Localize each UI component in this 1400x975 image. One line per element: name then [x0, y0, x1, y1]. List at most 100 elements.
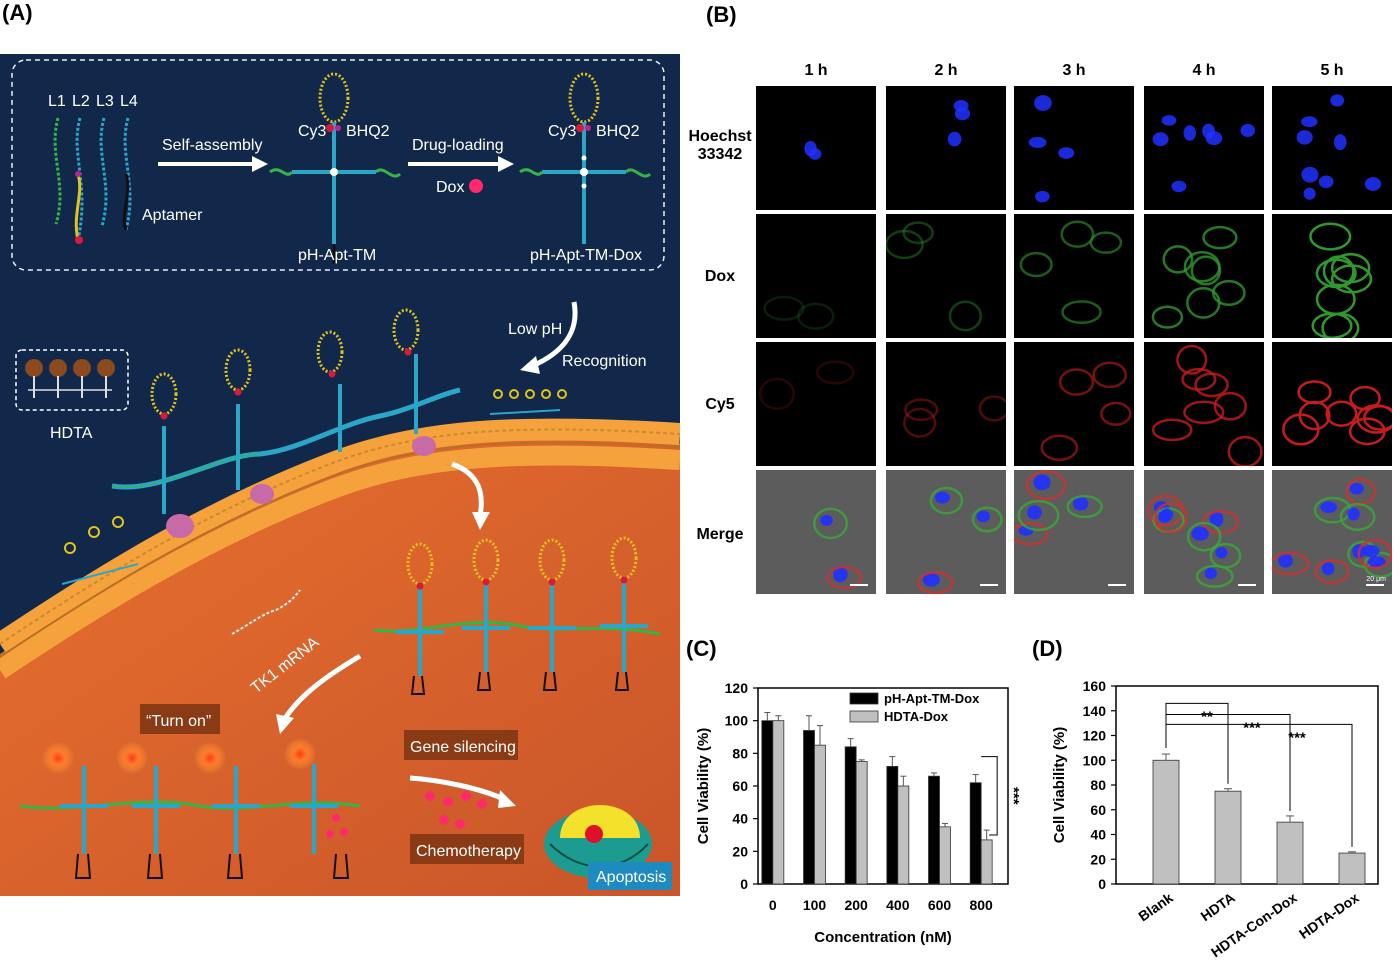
mrna-icon	[231, 589, 301, 635]
bar	[980, 839, 993, 885]
scale-bar	[1238, 584, 1256, 586]
bar	[969, 782, 982, 885]
column-header: 3 h	[1062, 62, 1086, 79]
significance-marker: ***	[1005, 787, 1020, 805]
bar	[844, 746, 857, 885]
panel-b-label: (B)	[706, 2, 737, 27]
microscopy-image	[1014, 470, 1134, 594]
bar	[939, 826, 951, 885]
bhq2-label: BHQ2	[346, 123, 390, 140]
bar	[1338, 852, 1366, 885]
bar	[803, 730, 815, 885]
bar	[1276, 821, 1304, 885]
microscopy-image	[1272, 214, 1392, 338]
dox-molecules	[425, 791, 487, 829]
turn-on-label: “Turn on”	[146, 713, 211, 730]
microscopy-image	[756, 214, 876, 338]
y-tick-label: 100	[725, 713, 749, 729]
arrow-icon	[409, 775, 508, 803]
cy3-label: Cy3	[548, 123, 577, 140]
y-axis-label: Cell Viability (%)	[1051, 727, 1068, 843]
row-header: Merge	[696, 526, 744, 543]
apoptosis-label: Apoptosis	[596, 869, 666, 886]
chemotherapy-label: Chemotherapy	[416, 843, 521, 860]
x-tick-label: 800	[969, 897, 993, 913]
y-tick-label: 160	[1083, 678, 1107, 694]
curved-arrow-icon	[531, 301, 578, 369]
row-header: Cy5	[705, 396, 735, 413]
bar	[814, 744, 826, 885]
microscopy-image: 20 μm	[1272, 470, 1392, 594]
bar	[928, 775, 940, 885]
strand-label: L2	[72, 93, 90, 110]
microscopy-image	[756, 470, 876, 594]
y-tick-label: 40	[1090, 827, 1106, 843]
y-tick-label: 20	[1090, 851, 1106, 867]
column-header: 4 h	[1192, 62, 1216, 79]
legend-swatch	[849, 710, 879, 723]
x-tick-label: HDTA-Dox	[1296, 889, 1362, 942]
legend-swatch	[849, 692, 879, 705]
fluorescence-glow-icon	[42, 742, 74, 774]
microscopy-image	[1272, 342, 1392, 466]
row-header: Dox	[704, 268, 736, 285]
y-tick-label: 100	[1083, 752, 1107, 768]
tm-label: pH-Apt-TM	[298, 247, 376, 264]
hdta-label: HDTA	[50, 425, 93, 442]
scale-bar	[850, 584, 868, 586]
schematic-panel: L1 L2 L3 L4 Aptamer Self-assembly Cy3 BH…	[0, 54, 680, 896]
assembly-box	[11, 59, 665, 271]
microscopy-image	[1014, 342, 1134, 466]
x-tick-label: 400	[886, 897, 910, 913]
microscopy-image	[756, 342, 876, 466]
self-assembly-label: Self-assembly	[162, 137, 262, 154]
fluorescence-glow-icon	[284, 738, 316, 770]
column-header: 5 h	[1320, 62, 1344, 79]
y-tick-label: 120	[1083, 728, 1107, 744]
microscopy-image	[1272, 86, 1392, 210]
significance-marker: ***	[1243, 719, 1261, 736]
curved-arrow-icon	[281, 653, 362, 722]
bar	[1152, 759, 1180, 885]
legend-label: pH-Apt-TM-Dox	[884, 691, 980, 706]
microscopy-image	[886, 86, 1006, 210]
aptamer-label: Aptamer	[142, 207, 203, 224]
scale-bar-label: 20 μm	[1366, 576, 1386, 583]
x-axis-label: Concentration (nM)	[814, 929, 951, 946]
x-tick-label: 100	[803, 897, 827, 913]
turn-on-box	[140, 704, 220, 734]
legend-label: HDTA-Dox	[884, 709, 949, 724]
microscopy-image	[1144, 214, 1264, 338]
curved-arrow-icon	[451, 461, 484, 517]
bar	[855, 761, 868, 885]
significance-marker: ***	[1288, 729, 1306, 746]
microscopy-image	[886, 214, 1006, 338]
bar	[1214, 790, 1242, 885]
column-header: 2 h	[934, 62, 958, 79]
y-tick-label: 140	[1083, 703, 1107, 719]
microscopy-image	[1014, 214, 1134, 338]
internalized-tetrahedra	[373, 536, 661, 695]
x-tick-label: HDTA	[1198, 889, 1238, 924]
dox-label: Dox	[436, 179, 464, 196]
microscopy-image	[1014, 86, 1134, 210]
y-tick-label: 40	[732, 811, 748, 827]
microscopy-image	[886, 470, 1006, 594]
significance-bracket	[1165, 723, 1353, 847]
x-tick-label: Blank	[1135, 889, 1176, 924]
y-tick-label: 0	[1098, 876, 1106, 892]
microscopy-image	[756, 86, 876, 210]
y-tick-label: 80	[732, 745, 748, 761]
bar	[886, 766, 899, 885]
y-tick-label: 0	[740, 876, 748, 892]
drug-loading-label: Drug-loading	[412, 137, 504, 154]
activated-tetrahedra	[19, 738, 361, 879]
microscopy-image	[1144, 470, 1264, 594]
strand-label: L4	[120, 93, 138, 110]
tm-dox-label: pH-Apt-TM-Dox	[530, 247, 642, 264]
hdta-icon	[25, 359, 115, 398]
fluorescence-glow-icon	[116, 742, 148, 774]
dna-strands	[53, 117, 132, 241]
